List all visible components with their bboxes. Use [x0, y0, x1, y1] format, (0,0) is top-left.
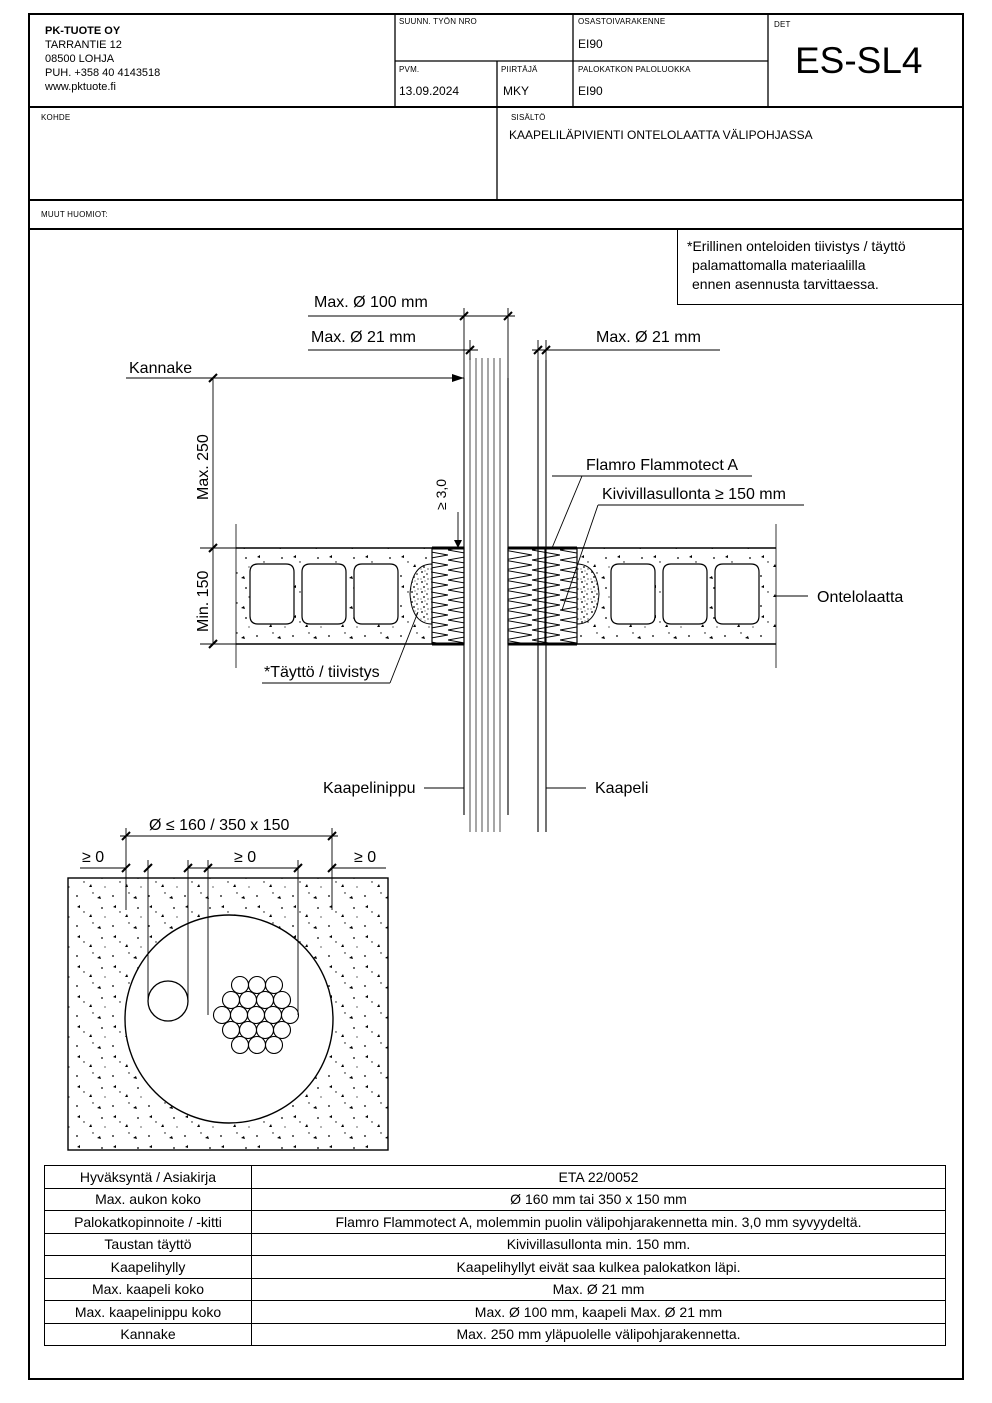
drawing-frame	[28, 13, 964, 1380]
osasto-label: OSASTOIVARAKENNE	[578, 17, 666, 26]
mineral-wool-fill	[431, 546, 578, 646]
spec-key: Taustan täyttö	[44, 1232, 252, 1256]
piirtaja-label: PIIRTÄJÄ	[501, 65, 538, 74]
label-plan-size: Ø ≤ 160 / 350 x 150	[149, 817, 290, 834]
piirtaja-value: MKY	[503, 84, 530, 98]
det-value: ES-SL4	[795, 40, 923, 81]
sisalto-label: SISÄLTÖ	[511, 113, 546, 122]
label-kaapelinippu: Kaapelinippu	[323, 780, 416, 797]
label-min150: Min. 150	[195, 571, 212, 632]
plan-view: Ø ≤ 160 / 350 x 150 ≥ 0 ≥ 0 ≥ 0	[67, 817, 389, 1151]
spec-key: Kaapelihylly	[44, 1255, 252, 1279]
det-label: DET	[774, 20, 791, 29]
label-ge30: ≥ 3,0	[433, 479, 449, 510]
cable-bundle	[463, 358, 509, 832]
label-ontelolaatta: Ontelolaatta	[817, 589, 903, 606]
spec-value: ETA 22/0052	[251, 1165, 946, 1189]
label-kannake: Kannake	[129, 360, 192, 377]
pvm-label: PVM.	[399, 65, 420, 74]
cable-bundle-plan	[212, 975, 300, 1055]
spec-key: Max. kaapelinippu koko	[44, 1300, 252, 1324]
spec-key: Kannake	[44, 1322, 252, 1346]
label-max-d100: Max. Ø 100 mm	[314, 294, 428, 311]
note-line-2: palamattomalla materiaalilla	[692, 257, 866, 273]
spec-value: Ø 160 mm tai 350 x 150 mm	[251, 1187, 946, 1211]
label-max-d21-left: Max. Ø 21 mm	[311, 329, 416, 346]
label-kaapeli: Kaapeli	[595, 780, 648, 797]
spec-value: Max. 250 mm yläpuolelle välipohjarakenne…	[251, 1322, 946, 1346]
kohde-label: KOHDE	[41, 113, 71, 122]
label-flamro: Flamro Flammotect A	[586, 457, 738, 474]
note-line-1: *Erillinen onteloiden tiivistys / täyttö	[687, 238, 906, 254]
label-ge0-right: ≥ 0	[354, 849, 376, 866]
label-max-d21-right: Max. Ø 21 mm	[596, 329, 701, 346]
spec-value: Max. Ø 21 mm	[251, 1277, 946, 1301]
palo-label: PALOKATKON PALOLUOKKA	[578, 65, 691, 74]
spec-key: Max. kaapeli koko	[44, 1277, 252, 1301]
spec-key: Max. aukon koko	[44, 1187, 252, 1211]
label-tayto: *Täyttö / tiivistys	[264, 664, 380, 681]
spec-value: Max. Ø 100 mm, kaapeli Max. Ø 21 mm	[251, 1300, 946, 1324]
muut-label: MUUT HUOMIOT:	[41, 210, 108, 219]
hollow-core-slab	[235, 524, 777, 668]
suunn-label: SUUNN. TYÖN NRO	[399, 17, 477, 26]
company-info: PK-TUOTE OY TARRANTIE 12 08500 LOHJA PUH…	[45, 24, 160, 94]
label-ge0-left: ≥ 0	[82, 849, 104, 866]
label-kivivilla: Kivivillasullonta ≥ 150 mm	[602, 486, 786, 503]
section-drawing: Max. Ø 100 mm Max. Ø 21 mm Max. Ø 21 mm …	[126, 294, 903, 832]
pvm-value: 13.09.2024	[399, 84, 460, 98]
title-block-grid	[29, 14, 963, 230]
spec-value: Flamro Flammotect A, molemmin puolin väl…	[251, 1210, 946, 1234]
company-postal: 08500 LOHJA	[45, 53, 115, 65]
company-phone: PUH. +358 40 4143518	[45, 67, 161, 79]
spec-value: Kivivillasullonta min. 150 mm.	[251, 1232, 946, 1256]
label-ge0-mid: ≥ 0	[234, 849, 256, 866]
label-max250: Max. 250	[195, 434, 212, 500]
spec-key: Palokatkopinnoite / -kitti	[44, 1210, 252, 1234]
company-web: www.pktuote.fi	[45, 81, 116, 93]
palo-value: EI90	[578, 84, 603, 98]
company-name: PK-TUOTE OY	[45, 25, 121, 37]
single-cable	[537, 360, 547, 832]
note-box: *Erillinen onteloiden tiivistys / täyttö…	[677, 229, 963, 305]
osasto-value: EI90	[578, 37, 603, 51]
note-line-3: ennen asennusta tarvittaessa.	[692, 276, 879, 292]
company-address: TARRANTIE 12	[45, 39, 122, 51]
spec-value: Kaapelihyllyt eivät saa kulkea palokatko…	[251, 1255, 946, 1279]
spec-key: Hyväksyntä / Asiakirja	[44, 1165, 252, 1189]
sisalto-value: KAAPELILÄPIVIENTI ONTELOLAATTA VÄLIPOHJA…	[509, 128, 813, 142]
